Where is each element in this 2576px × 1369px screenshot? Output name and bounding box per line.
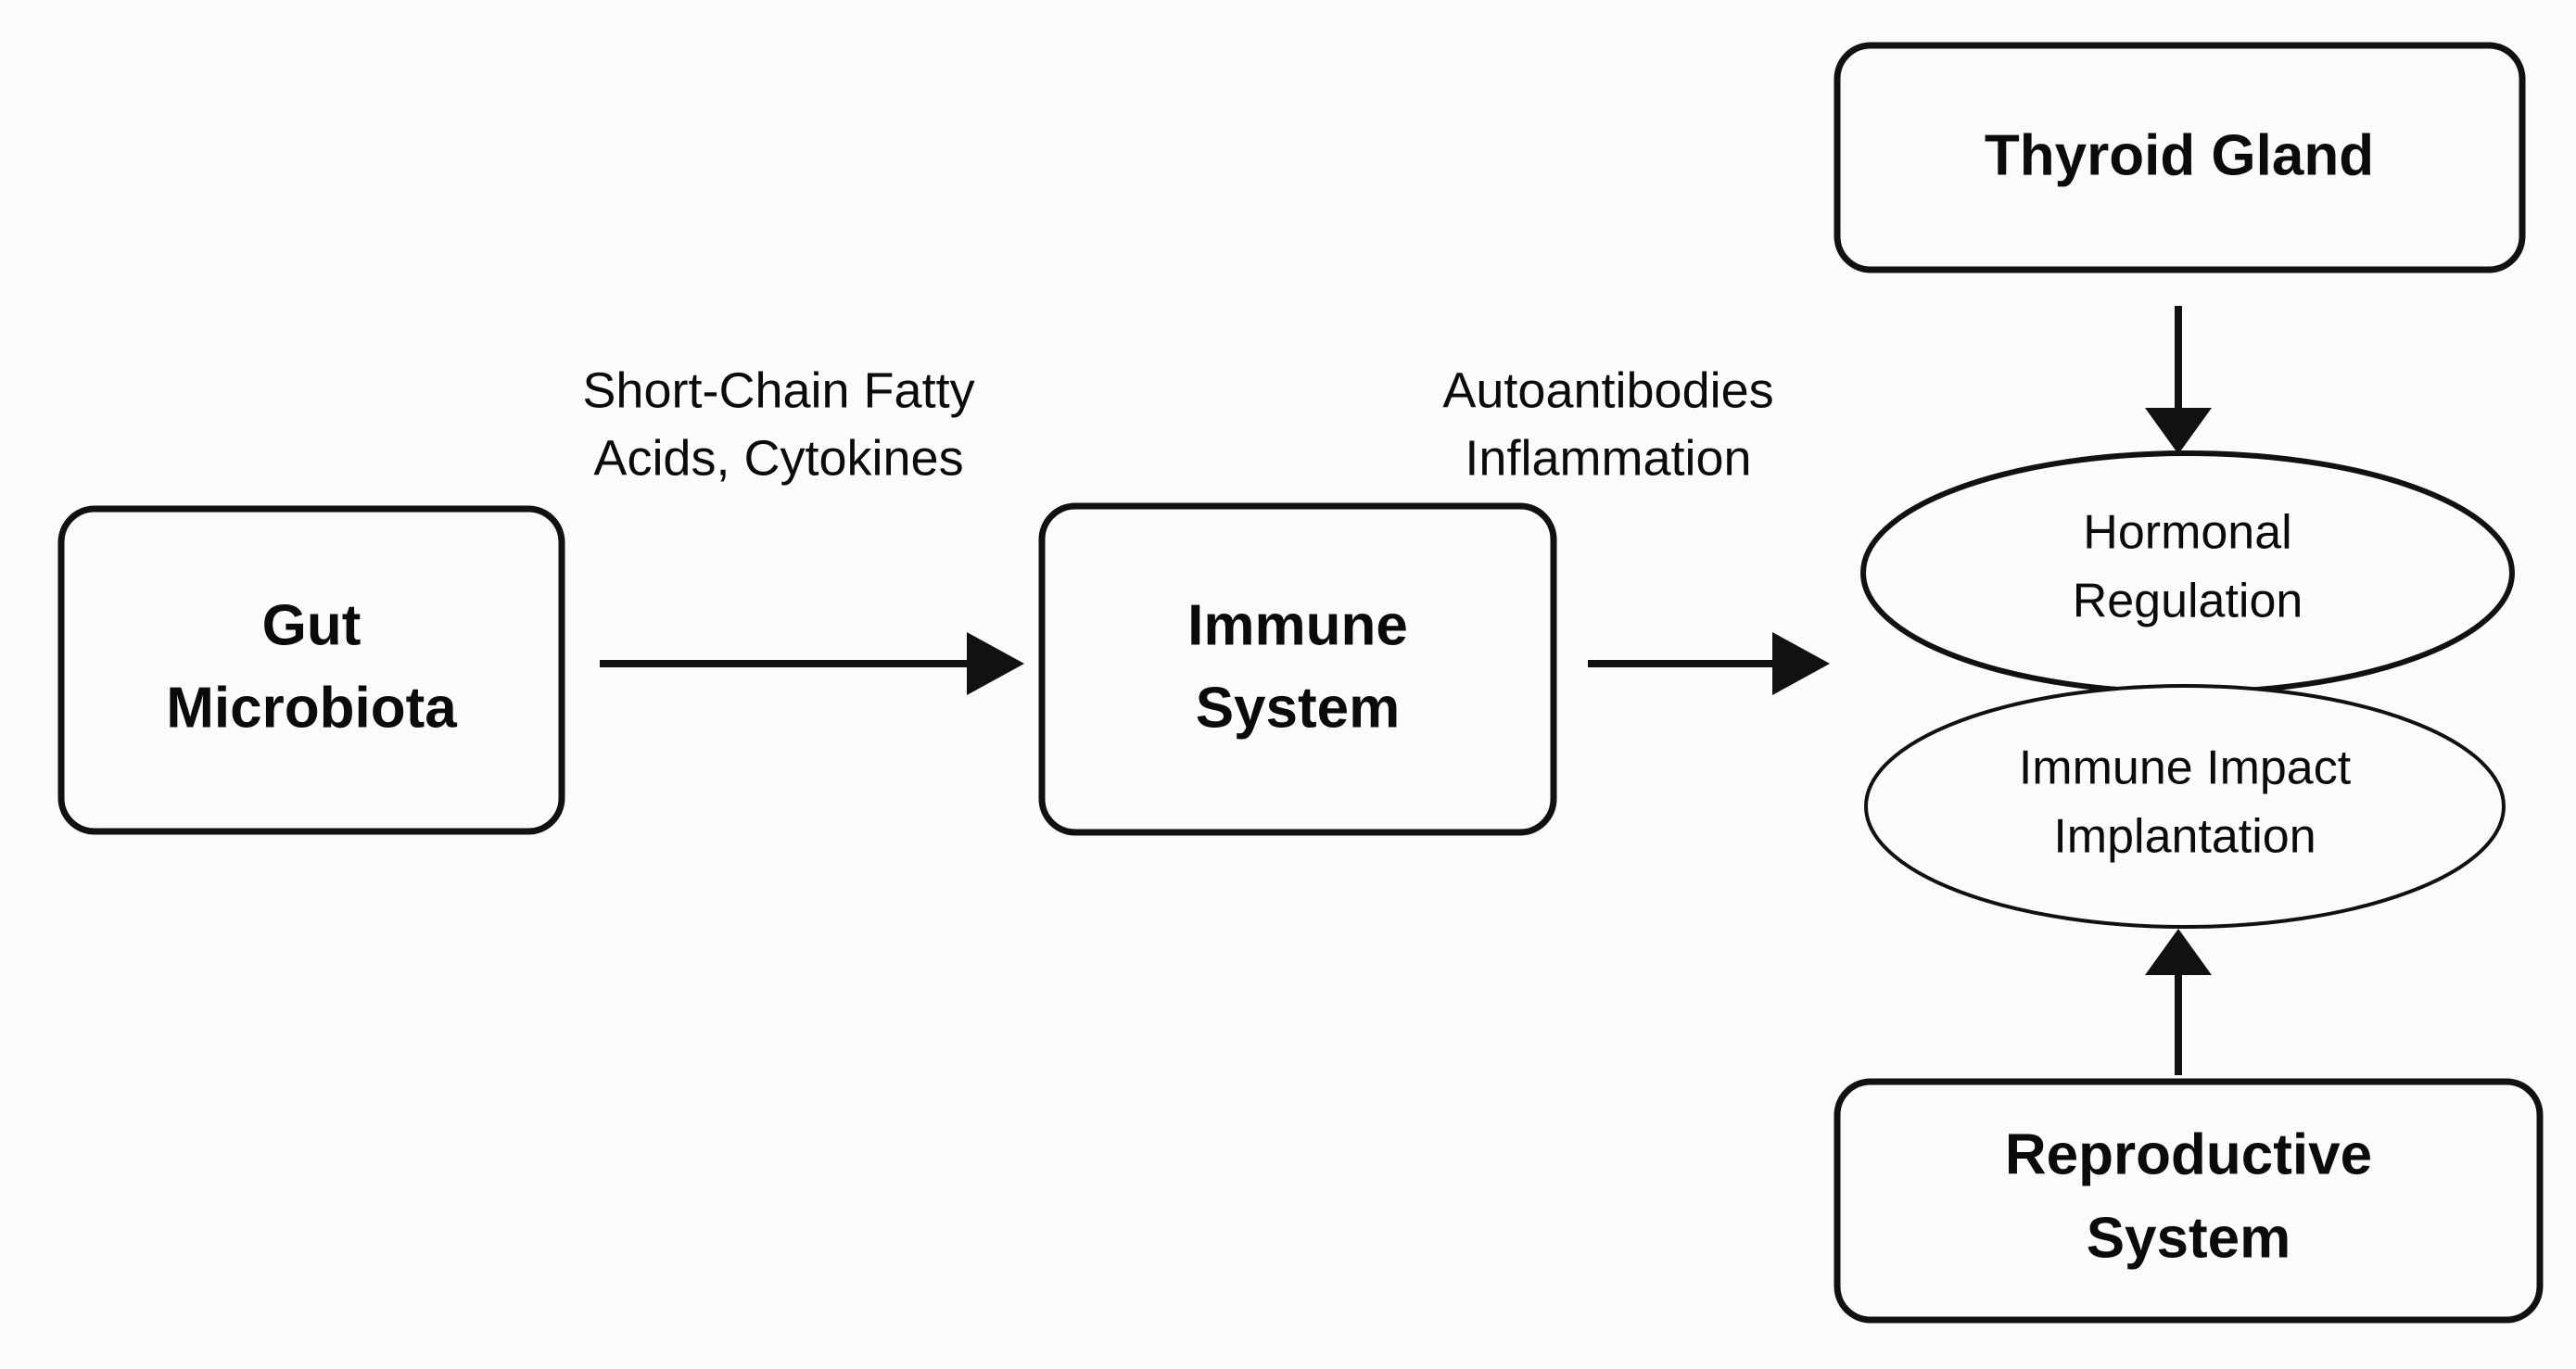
node-thyroid-gland-shape[interactable] <box>1834 42 2526 273</box>
edge-reproductive-to-immune-impact <box>2145 929 2212 1075</box>
edge-label-gut-to-immune: Short-Chain Fatty Acids, Cytokines <box>582 362 974 486</box>
node-immune-impact-implantation[interactable]: Immune Impact Implantation <box>1864 684 2506 929</box>
node-immune-impact-implantation-label-line2: Implantation <box>2053 810 2316 864</box>
node-reproductive-system[interactable]: Reproductive System <box>1834 1078 2544 1324</box>
node-immune-impact-implantation-shape[interactable] <box>1864 684 2506 929</box>
node-gut-microbiota-shape[interactable] <box>57 505 565 835</box>
node-immune-system[interactable]: Immune System <box>1038 502 1557 836</box>
node-immune-system-label-line2: System <box>1196 676 1401 740</box>
node-hormonal-regulation[interactable]: Hormonal Regulation <box>1860 450 2515 695</box>
node-reproductive-system-shape[interactable] <box>1834 1078 2544 1324</box>
node-gut-microbiota[interactable]: Gut Microbiota <box>57 505 565 835</box>
edge-label-immune-to-hormonal: Autoantibodies Inflammation <box>1442 362 1773 486</box>
edge-label-immune-to-hormonal-line1: Autoantibodies <box>1442 362 1773 418</box>
node-thyroid-gland-label-line1: Thyroid Gland <box>1985 123 2374 187</box>
edge-label-gut-to-immune-line2: Acids, Cytokines <box>593 430 963 486</box>
edge-gut-to-immune-arrowhead <box>967 632 1024 695</box>
node-reproductive-system-label-line1: Reproductive <box>2005 1122 2372 1186</box>
node-immune-impact-implantation-label-line1: Immune Impact <box>2019 742 2352 795</box>
node-gut-microbiota-label-line2: Microbiota <box>166 676 457 740</box>
node-reproductive-system-label-line2: System <box>2087 1206 2291 1270</box>
node-thyroid-gland[interactable]: Thyroid Gland <box>1834 42 2526 273</box>
node-hormonal-regulation-label-line2: Regulation <box>2073 575 2303 628</box>
node-immune-system-label-line1: Immune <box>1187 593 1408 657</box>
edge-immune-to-hormonal-arrowhead <box>1772 632 1830 695</box>
edge-immune-to-hormonal <box>1588 632 1830 695</box>
edge-gut-to-immune <box>600 632 1024 695</box>
node-hormonal-regulation-label-line1: Hormonal <box>2083 506 2291 560</box>
node-gut-microbiota-label-line1: Gut <box>262 593 362 657</box>
edge-label-immune-to-hormonal-line2: Inflammation <box>1465 430 1751 486</box>
edge-thyroid-to-hormonal-arrowhead <box>2145 408 2212 454</box>
edge-label-gut-to-immune-line1: Short-Chain Fatty <box>582 362 974 418</box>
node-hormonal-regulation-shape[interactable] <box>1860 450 2515 695</box>
edge-thyroid-to-hormonal <box>2145 306 2212 454</box>
node-immune-system-shape[interactable] <box>1038 502 1557 836</box>
edge-reproductive-to-immune-impact-arrowhead <box>2145 929 2212 975</box>
